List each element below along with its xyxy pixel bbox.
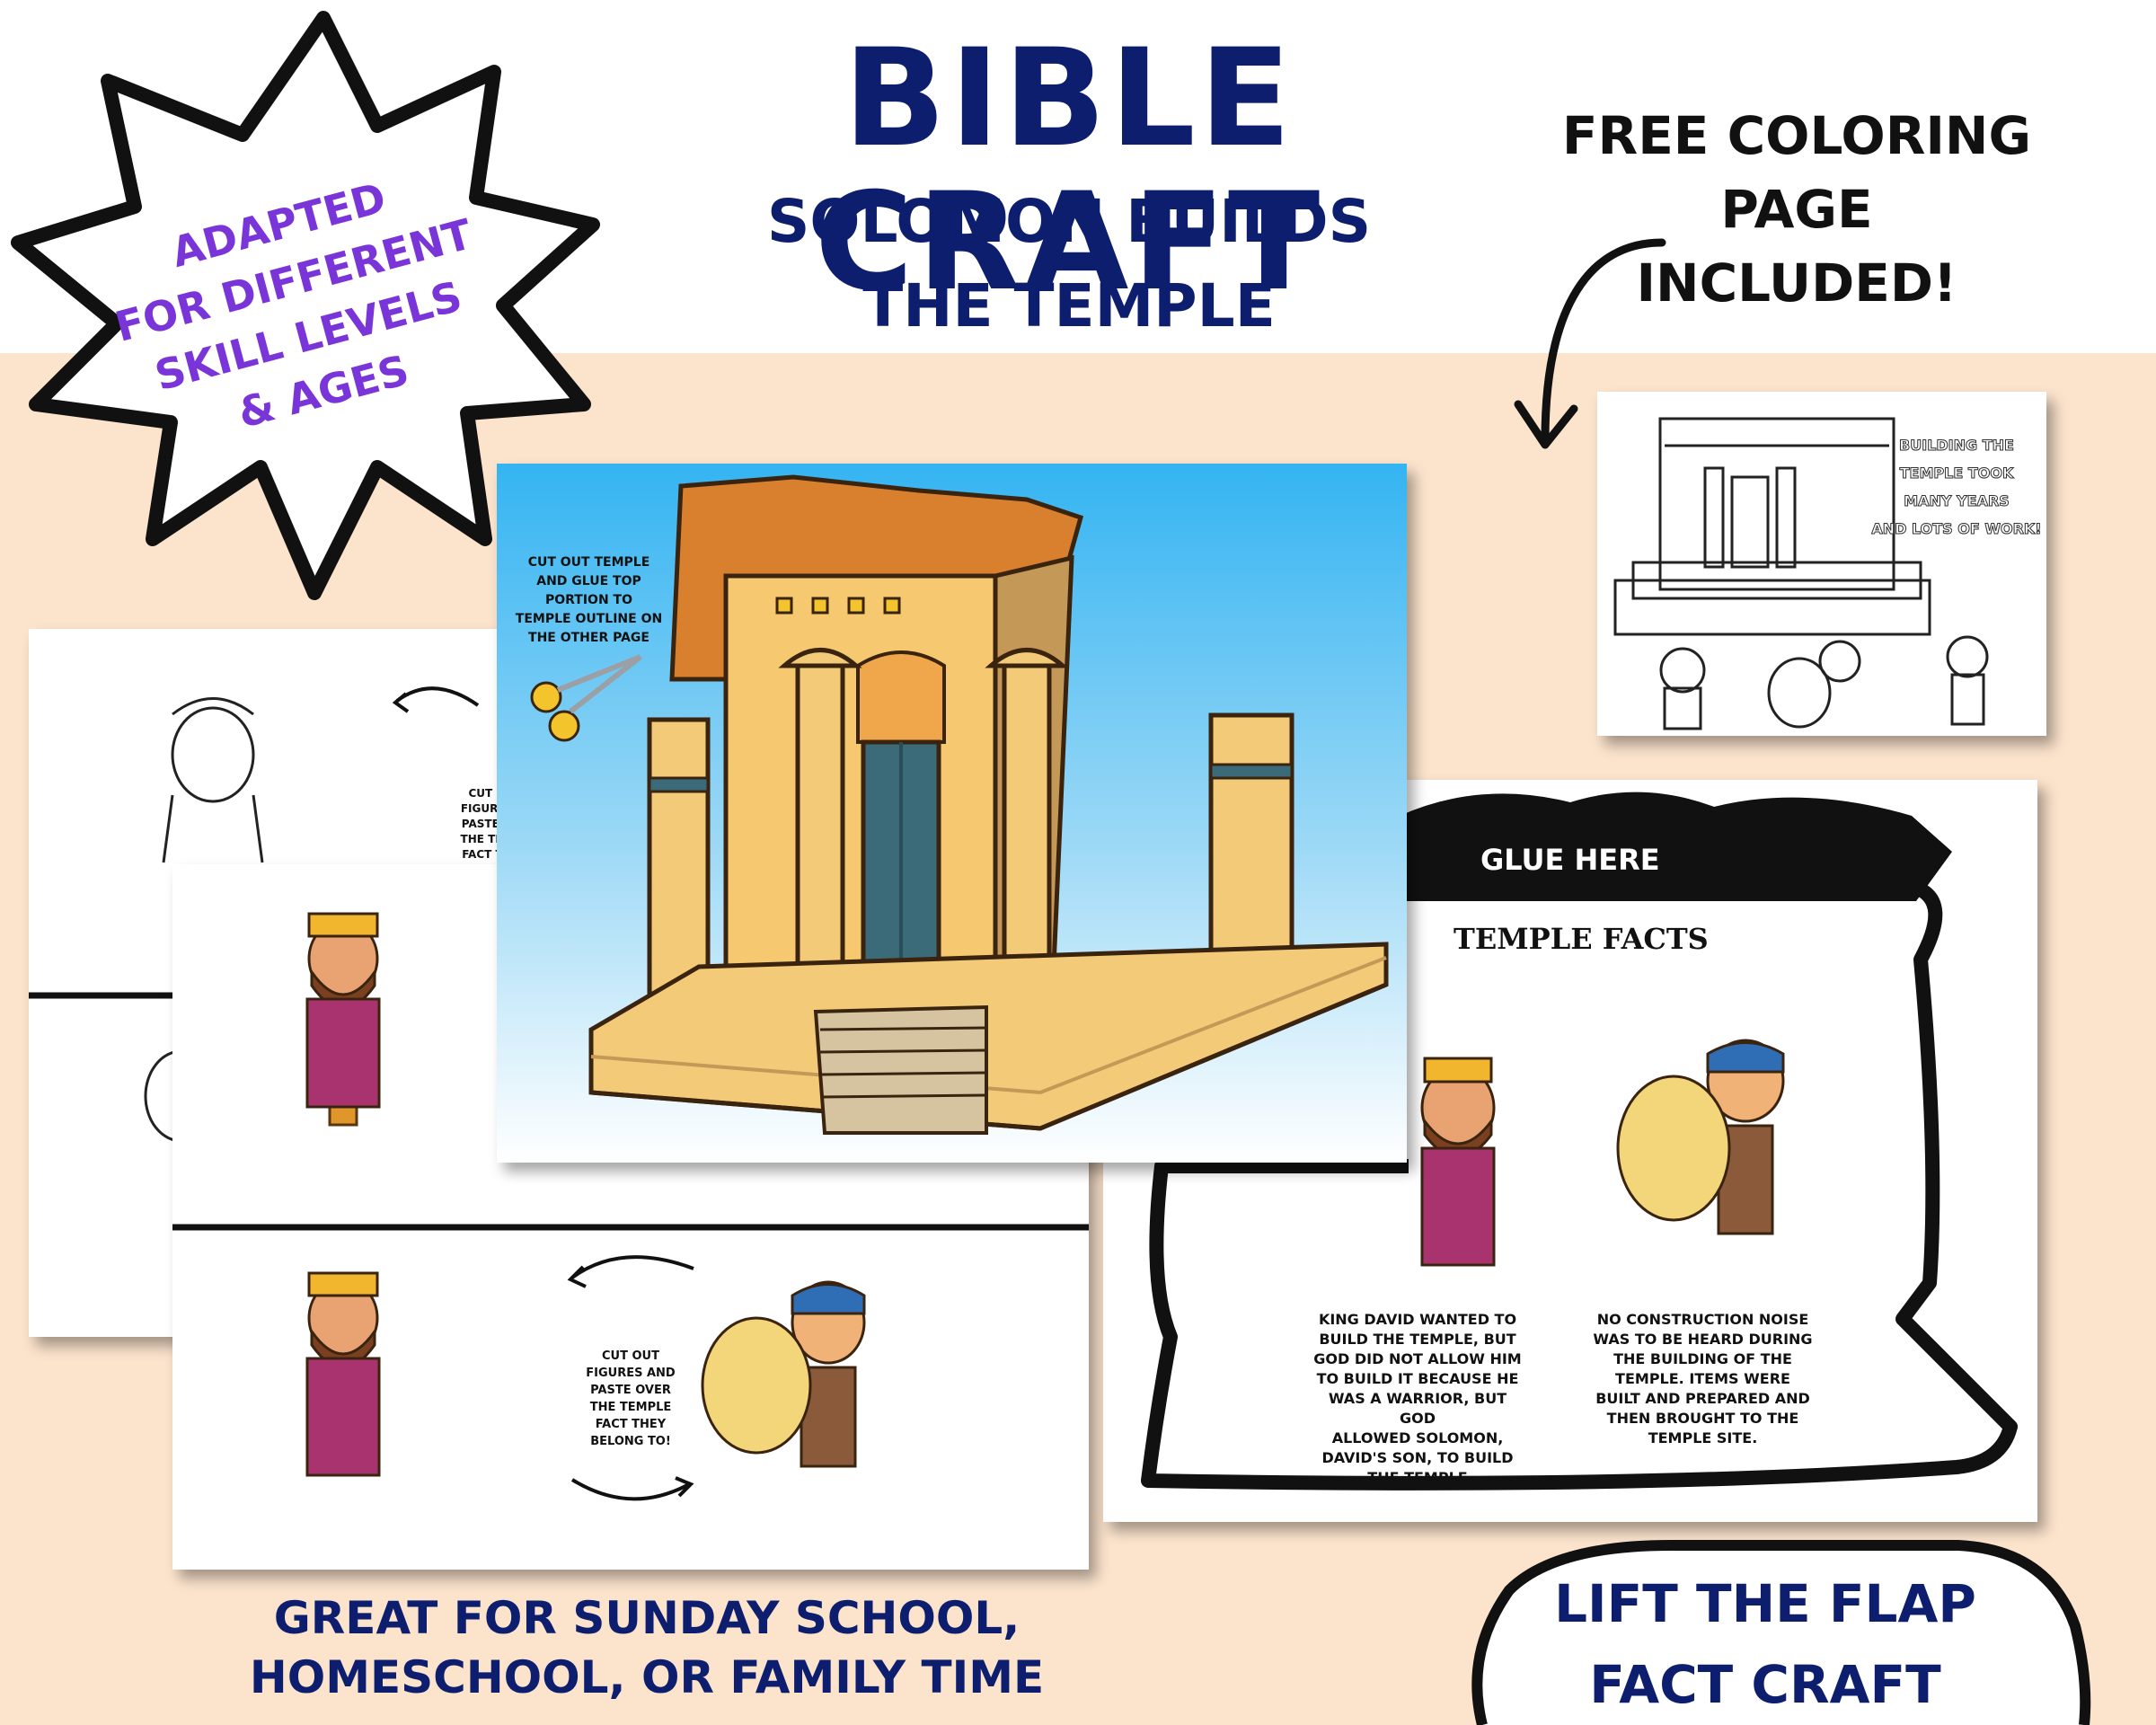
fact-line: TO BUILD IT BECAUSE HE: [1316, 1370, 1519, 1387]
page-title: BIBLE CRAFT: [814, 21, 1324, 321]
subtitle-line: SOLOMON BUILDS: [766, 187, 1372, 256]
coloring-temple-drawing: [1613, 417, 1989, 730]
caption-line: BUILDING THE: [1899, 437, 2015, 455]
fact-line: DAVID'S SON, TO BUILD: [1321, 1449, 1514, 1466]
facts-flap-drawing: [1141, 792, 2018, 1491]
footer-line: GREAT FOR SUNDAY SCHOOL,: [273, 1592, 1021, 1644]
instruction-line: PASTE OVER: [590, 1384, 671, 1397]
fact-2: NO CONSTRUCTION NOISE WAS TO BE HEARD DU…: [1593, 1310, 1813, 1448]
curved-arrow-icon: [1514, 238, 1666, 449]
caption-line: TEMPLE TOOK: [1899, 464, 2014, 482]
footer-line: HOMESCHOOL, OR FAMILY TIME: [249, 1651, 1045, 1703]
temple-cutout-sheet: CUT OUT TEMPLE AND GLUE TOP PORTION TO T…: [497, 464, 1407, 1163]
fact-line: THE TEMPLE: [1367, 1469, 1468, 1486]
fact-1: KING DAVID WANTED TO BUILD THE TEMPLE, B…: [1310, 1310, 1525, 1488]
footer-audience: GREAT FOR SUNDAY SCHOOL, HOMESCHOOL, OR …: [243, 1588, 1051, 1707]
starburst-badge: [11, 11, 600, 600]
fact-line: THE BUILDING OF THE: [1613, 1350, 1792, 1367]
coloring-page-preview: BUILDING THE TEMPLE TOOK MANY YEARS AND …: [1597, 392, 2046, 736]
temple-facts-heading: TEMPLE FACTS: [1454, 922, 1709, 956]
fact-line: TEMPLE SITE.: [1648, 1429, 1758, 1446]
fact-line: NO CONSTRUCTION NOISE: [1596, 1311, 1809, 1328]
footer-line: LIFT THE FLAP: [1554, 1573, 1976, 1634]
fact-line: TEMPLE. ITEMS WERE: [1615, 1370, 1790, 1387]
instruction-line: CUT OUT: [602, 1349, 659, 1363]
instruction-line: AND GLUE TOP: [536, 574, 641, 588]
instruction-line: THE TEMPLE: [589, 1401, 672, 1414]
temple-instructions: CUT OUT TEMPLE AND GLUE TOP PORTION TO T…: [515, 553, 663, 648]
fact-line: BUILD THE TEMPLE, BUT: [1319, 1331, 1516, 1348]
fact-line: KING DAVID WANTED TO: [1318, 1311, 1517, 1328]
glue-here-label: GLUE HERE: [1480, 843, 1660, 877]
fact-line: WAS TO BE HEARD DURING: [1593, 1331, 1813, 1348]
caption-line: MANY YEARS: [1904, 492, 2010, 510]
instruction-line: FIGURES AND: [586, 1367, 676, 1380]
instruction-line: CUT OUT TEMPLE: [527, 555, 650, 570]
instruction-line: FACT THEY: [595, 1418, 667, 1431]
coloring-caption: BUILDING THE TEMPLE TOOK MANY YEARS AND …: [1867, 431, 2046, 543]
free-line: FREE COLORING: [1561, 105, 2032, 166]
instruction-line: BELONG TO!: [590, 1435, 671, 1448]
instruction-line: CUT O: [468, 787, 506, 800]
footer-line: FACT CRAFT: [1589, 1654, 1941, 1715]
instruction-line: TEMPLE OUTLINE ON: [515, 612, 663, 626]
free-line: PAGE: [1720, 179, 1873, 240]
free-line: INCLUDED!: [1636, 252, 1957, 314]
instruction-line: THE OTHER PAGE: [528, 631, 649, 645]
front-sheet-instructions: CUT OUT FIGURES AND PASTE OVER THE TEMPL…: [559, 1348, 702, 1450]
caption-line: AND LOTS OF WORK!: [1871, 520, 2042, 538]
color-figures-drawing: [172, 912, 1089, 1501]
instruction-line: PORTION TO: [544, 593, 632, 607]
footer-craft-type: LIFT THE FLAP FACT CRAFT: [1496, 1563, 2035, 1725]
fact-line: THEN BROUGHT TO THE: [1606, 1410, 1799, 1427]
page-subtitle: SOLOMON BUILDS THE TEMPLE: [683, 180, 1455, 349]
speech-bubble-shape: [1471, 1540, 2091, 1725]
fact-line: WAS A WARRIOR, BUT GOD: [1328, 1390, 1507, 1427]
fact-line: GOD DID NOT ALLOW HIM: [1313, 1350, 1522, 1367]
subtitle-line: THE TEMPLE: [862, 271, 1276, 341]
free-coloring-text: FREE COLORING PAGE INCLUDED!: [1527, 99, 2066, 320]
fact-line: BUILT AND PREPARED AND: [1595, 1390, 1810, 1407]
fact-line: ALLOWED SOLOMON,: [1331, 1429, 1504, 1446]
temple-drawing: [530, 474, 1389, 1135]
